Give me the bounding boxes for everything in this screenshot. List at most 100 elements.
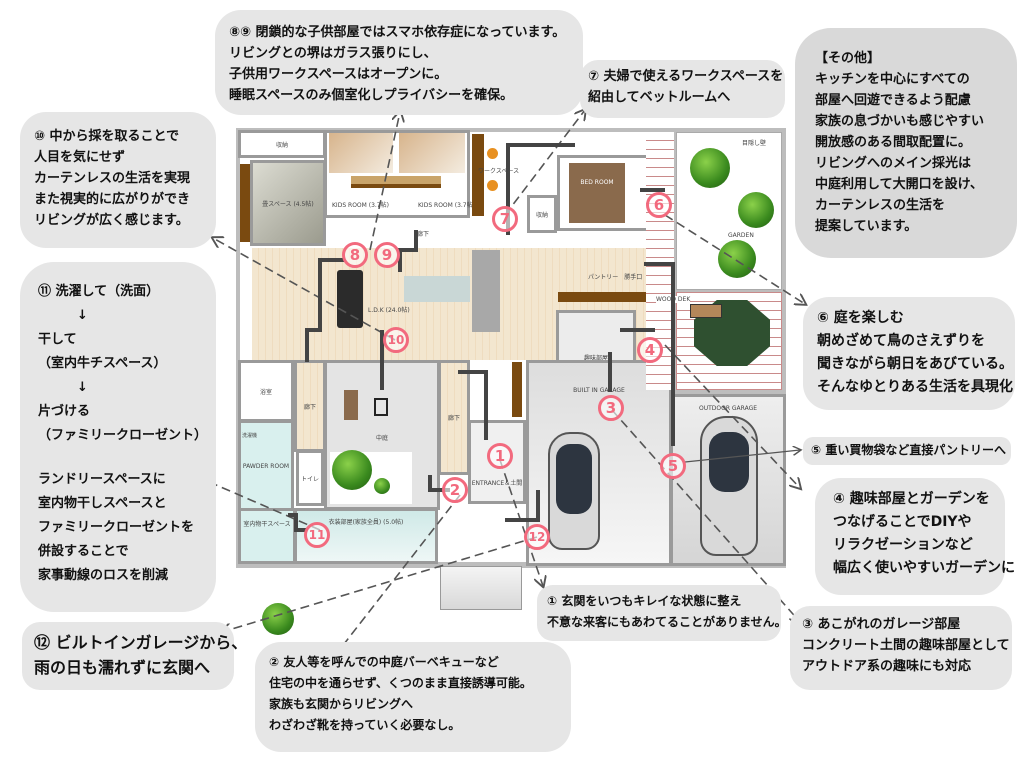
chair-icon <box>487 148 498 159</box>
callout-line: 家族も玄関からリビングへ <box>269 697 414 711</box>
marker-4: 4 <box>637 337 663 363</box>
callout-line: 朝めざめて鳥のさえずりを <box>817 333 985 349</box>
tree-icon <box>718 240 756 278</box>
room-label: 中庭 <box>375 435 388 442</box>
callout-line: ⑩ 中から採を取ることで <box>34 129 180 144</box>
room-label: 趣味部屋 <box>583 355 608 362</box>
outdoor-sofa <box>344 390 358 420</box>
marker-number: 12 <box>528 530 546 544</box>
room-label: OUTDOOR GARAGE <box>698 405 758 412</box>
marker-number: 5 <box>667 457 679 475</box>
callout-line: カーテンレスの生活を実現 <box>34 171 191 186</box>
marker-12: 12 <box>524 524 550 550</box>
room-powder: PAWDER ROOM <box>238 420 294 512</box>
room-label: 収納 <box>535 211 548 219</box>
marker-number: 6 <box>653 196 665 214</box>
callout-line: リビングが広く感じます。 <box>34 213 189 228</box>
callout-line: ファミリークローゼントを <box>38 520 195 535</box>
callout-line: コンクリート土間の趣味部屋として <box>802 638 1010 653</box>
kitchen-counter <box>472 250 500 332</box>
entrance-steps <box>440 566 522 610</box>
workspace-desk <box>472 134 484 216</box>
marker-7: 7 <box>492 206 518 232</box>
callout-line: ↓ <box>38 380 88 395</box>
callout-line: キッチンを中心にすべての <box>815 72 970 87</box>
sofa <box>337 270 363 328</box>
callout-other: 【その他】キッチンを中心にすべての部屋へ回遊できるよう配慮家族の息づかいも感じや… <box>795 28 1017 258</box>
room-tatami: 畳スペース (4.5帖) <box>250 160 326 246</box>
callout-line: ⑥ 庭を楽しむ <box>817 310 904 326</box>
pantry-shelf <box>558 292 668 302</box>
callout-line: 片づける <box>38 404 91 419</box>
room-label: 畳スペース (4.5帖) <box>262 200 314 208</box>
tree-icon <box>690 148 730 188</box>
marker-number: 10 <box>387 333 405 347</box>
callout-4: ④ 趣味部屋とガーデンをつなげることでDIYやリラクゼーションなど幅広く使いやす… <box>815 478 1015 595</box>
callout-line: ⑧⑨ 閉鎖的な子供部屋ではスマホ依存症になっています。 <box>229 25 566 40</box>
callout-line: ランドリースペースに <box>38 472 166 487</box>
label-garden: GARDEN <box>728 232 754 239</box>
marker-1: 1 <box>487 443 513 469</box>
callout-line: わざわざ靴を持っていく必要なし。 <box>269 718 461 732</box>
callout-line: ① 玄関をいつもキレイな状態に整え <box>547 594 742 608</box>
marker-9: 9 <box>374 242 400 268</box>
room-storage-small: 収納 <box>527 195 557 233</box>
callout-line: ⑫ ビルトインガレージから、 <box>34 633 248 652</box>
desk <box>351 176 441 188</box>
marker-6: 6 <box>646 192 672 218</box>
callout-line: ⑤ 重い買物袋など直接パントリーへ <box>811 443 1006 457</box>
label-washer: 洗濯機 <box>242 433 258 439</box>
marker-8: 8 <box>342 242 368 268</box>
callout-line: 聞きながら朝日をあびている。 <box>817 356 1013 372</box>
room-label: BED ROOM <box>580 179 614 186</box>
fire-pit <box>374 398 388 416</box>
callout-line: リビングへのメイン採光は <box>815 156 972 171</box>
callout-7: ⑦ 夫婦で使えるワークスペースを紹由してベットルームへ <box>580 60 785 118</box>
tv-cabinet <box>240 164 250 242</box>
callout-line: 部屋へ回遊できるよう配慮 <box>815 93 971 108</box>
car-icon <box>548 432 600 550</box>
callout-10: ⑩ 中から採を取ることで人目を気にせずカーテンレスの生活を実現また視実的に広がり… <box>20 112 216 248</box>
callout-line: 幅広く使いやすいガーデンに <box>833 560 1015 576</box>
callout-1: ① 玄関をいつもキレイな状態に整え不意な来客にもあわてることがありません。 <box>537 585 787 641</box>
room-label: ENTRANCE＆土間 <box>471 480 523 487</box>
label-screen-wall: 目隠し壁 <box>742 140 767 147</box>
marker-number: 9 <box>381 246 393 264</box>
callout-line: 人目を気にせず <box>34 150 126 165</box>
label-ldk: L.D.K (24.0帖) <box>368 307 410 314</box>
callout-line: つなげることでDIYや <box>833 514 972 530</box>
callout-line: リラクゼーションなど <box>833 537 973 553</box>
room-storage: 収納 <box>238 130 326 158</box>
label-pantry: パントリー 勝手口 <box>588 274 643 281</box>
callout-line: ⑪ 洗濯して（洗面） <box>38 284 160 299</box>
chair-icon <box>487 180 498 191</box>
callout-line: また視実的に広がりができ <box>34 192 191 207</box>
marker-number: 1 <box>494 447 506 465</box>
room-label: 廊下 <box>447 415 460 422</box>
tree-icon <box>332 450 372 490</box>
callout-line: 家事動線のロスを削減 <box>38 568 169 583</box>
callout-12: ⑫ ビルトインガレージから、雨の日も濡れずに玄関へ <box>22 622 248 690</box>
callout-line: 開放感のある間取配置に。 <box>815 135 972 150</box>
callout-line: 干して <box>38 332 77 347</box>
car-icon <box>700 416 758 556</box>
bed-double: BED ROOM <box>569 163 625 223</box>
dining-table <box>404 276 470 302</box>
callout-11: ⑪ 洗濯して（洗面） ↓干して（室内牛チスペース） ↓片づける（ファミリークロー… <box>20 262 216 612</box>
tree-icon <box>374 478 390 494</box>
marker-number: 2 <box>449 481 461 499</box>
callout-line: ④ 趣味部屋とガーデンを <box>833 491 990 507</box>
bed <box>399 133 465 173</box>
label-kids-room-2: KIDS ROOM (3.7帖) <box>418 202 475 209</box>
deck-bench <box>690 304 722 318</box>
callout-5: ⑤ 重い買物袋など直接パントリーへ <box>803 437 1011 465</box>
tree-icon <box>738 192 774 228</box>
marker-2: 2 <box>442 477 468 503</box>
marker-11: 11 <box>304 522 330 548</box>
hall-top <box>326 218 522 246</box>
callout-line: 雨の日も濡れずに玄関へ <box>34 658 211 677</box>
marker-5: 5 <box>660 453 686 479</box>
marker-number: 3 <box>605 399 617 417</box>
marker-number: 8 <box>349 246 361 264</box>
callout-2: ② 友人等を呼んでの中庭バーベキューなど住宅の中を通らせず、くつのまま直接誘導可… <box>255 642 571 752</box>
